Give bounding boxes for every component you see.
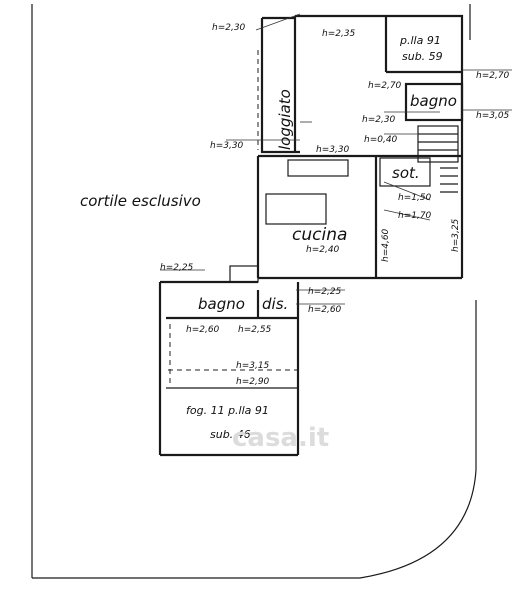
cucina-label: cucina	[292, 225, 347, 245]
height-label: h=2,40	[306, 245, 340, 255]
property-boundary	[31, 4, 477, 579]
height-label: h=2,70	[476, 71, 510, 81]
parcel-upper-line2: sub. 59	[402, 50, 443, 63]
height-label: h=3,30	[316, 145, 350, 155]
height-label: h=3,05	[476, 111, 510, 121]
height-label: h=0,40	[364, 135, 398, 145]
height-label: h=3,30	[210, 141, 244, 151]
stairs	[417, 125, 459, 193]
cucina-walls	[256, 154, 462, 280]
height-label: h=2,90	[236, 377, 270, 387]
parcel-lower-line1: fog. 11 p.lla 91	[186, 404, 269, 417]
bagno-upper-label: bagno	[410, 92, 457, 110]
dis-label: dis.	[262, 295, 288, 313]
parcel-upper-line1: p.lla 91	[399, 34, 441, 47]
parcel-lower-line2: sub. 46	[210, 428, 251, 441]
height-label: h=2,35	[322, 29, 356, 39]
lower-block-walls	[158, 265, 300, 457]
height-label: h=4,60	[381, 228, 391, 262]
leader-lines	[160, 13, 512, 305]
height-label: h=2,25	[308, 287, 342, 297]
height-label: h=2,70	[368, 81, 402, 91]
loggiato-label: loggiato	[276, 89, 294, 150]
watermark: casa.it	[232, 423, 329, 453]
height-label: h=1,70	[398, 211, 432, 221]
height-label: h=2,30	[362, 115, 396, 125]
height-label: h=3,25	[451, 218, 461, 252]
height-label: h=2,60	[308, 305, 342, 315]
cortile-label: cortile esclusivo	[80, 192, 201, 210]
bagno-lower-label: bagno	[198, 295, 245, 313]
height-label: h=2,30	[212, 23, 246, 33]
height-label: h=2,25	[160, 263, 194, 273]
height-label: h=3,15	[236, 361, 270, 371]
height-label: h=2,55	[238, 325, 272, 335]
sot-label: sot.	[392, 164, 420, 182]
height-label: h=2,60	[186, 325, 220, 335]
height-label: h=1,50	[398, 193, 432, 203]
